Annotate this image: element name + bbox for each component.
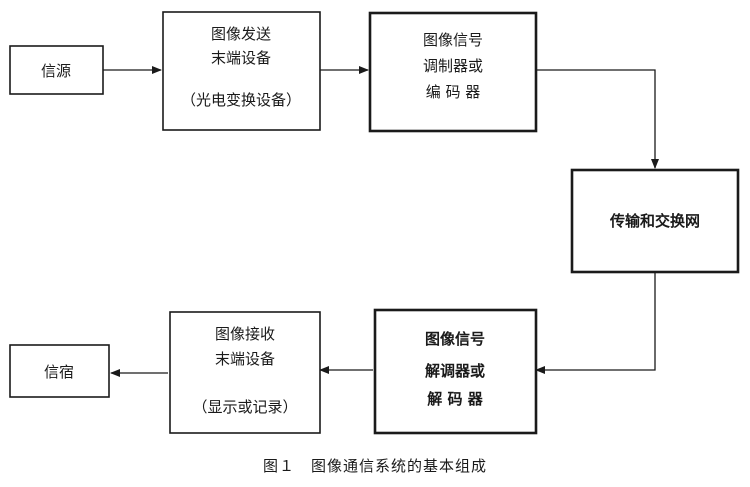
tx-terminal-line1: 图像发送 (211, 25, 271, 43)
modulator-line1: 图像信号 (423, 31, 483, 49)
demodulator-line2: 解调器或 (425, 362, 485, 380)
rx-terminal-block: 图像接收 末端设备 （显示或记录） (169, 311, 321, 434)
rx-terminal-line2: 末端设备 (215, 350, 275, 368)
demodulator-line1: 图像信号 (425, 330, 485, 348)
modulator-line2: 调制器或 (423, 57, 483, 75)
tx-terminal-line3: （光电变换设备） (181, 91, 301, 109)
modulator-line3: 编 码 器 (426, 83, 481, 101)
source-block: 信源 (9, 45, 104, 95)
network-label: 传输和交换网 (609, 212, 700, 230)
tx-terminal-line2: 末端设备 (211, 49, 271, 67)
rx-terminal-line3: （显示或记录） (192, 398, 297, 416)
sink-label: 信宿 (44, 363, 74, 381)
arrow-network-to-demodulator (535, 272, 656, 374)
tx-terminal-block: 图像发送 末端设备 （光电变换设备） (162, 11, 321, 131)
sink-block: 信宿 (9, 344, 110, 398)
rx-terminal-line1: 图像接收 (215, 325, 275, 343)
arrow-modulator-to-network (536, 69, 659, 169)
source-label: 信源 (41, 62, 71, 80)
network-block: 传输和交换网 (570, 168, 740, 274)
modulator-block: 图像信号 调制器或 编 码 器 (368, 11, 538, 133)
demodulator-line3: 解 码 器 (427, 390, 483, 408)
figure-caption: 图１ 图像通信系统的基本组成 (263, 457, 487, 475)
demodulator-block: 图像信号 解调器或 解 码 器 (373, 308, 538, 435)
